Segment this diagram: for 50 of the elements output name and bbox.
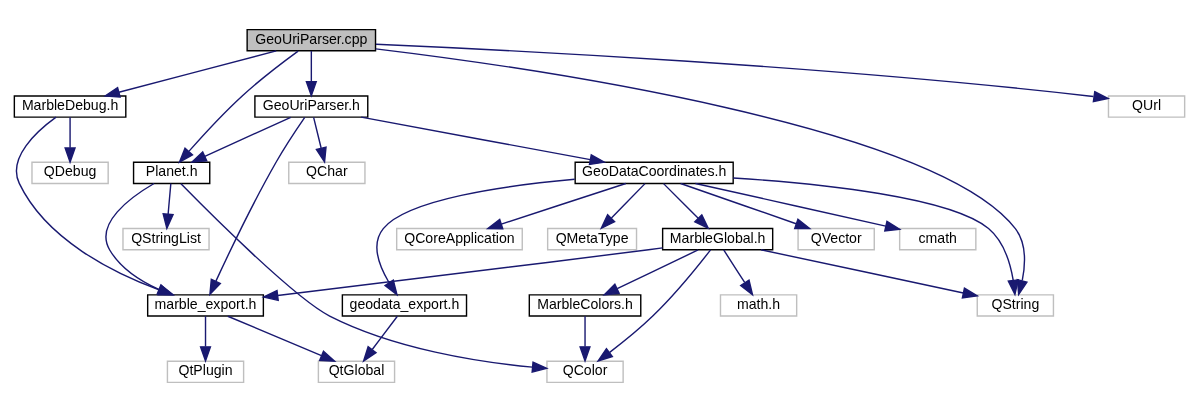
node-box: QMetaType [546, 227, 638, 250]
arrow [723, 248, 754, 296]
node-box: geodata_export.h [341, 293, 468, 317]
arrow [227, 315, 337, 362]
arrow [103, 49, 277, 98]
arrow [180, 182, 549, 373]
arrow [360, 115, 607, 165]
arrow [312, 116, 327, 164]
node-box: QUrl [1107, 94, 1186, 118]
arrow [178, 49, 299, 164]
arrow [162, 182, 175, 230]
node-box: QDebug [31, 161, 109, 184]
arrow [261, 246, 664, 301]
arrow [760, 248, 980, 299]
arrow [602, 248, 699, 296]
arrow [376, 178, 576, 296]
node-box: QtGlobal [317, 360, 396, 383]
node-box: GeoDataCoordinates.h [574, 161, 734, 184]
node-box: QStringList [122, 227, 210, 250]
node-box: QColor [546, 360, 624, 383]
arrow [579, 315, 591, 363]
node-box: MarbleColors.h [528, 293, 642, 317]
node-box: QString [976, 293, 1055, 317]
node-box: Planet.h [132, 161, 211, 184]
arrow [189, 116, 292, 163]
node-box: marble_export.h [146, 293, 265, 317]
node-box: math.h [719, 293, 798, 317]
arrow [375, 47, 1029, 297]
arrow [209, 116, 306, 296]
node-box: GeoUriParser.cpp [246, 28, 377, 51]
arrow [662, 182, 710, 230]
node-box: cmath [898, 227, 977, 250]
arrow [375, 43, 1111, 102]
node-box: GeoUriParser.h [254, 94, 369, 118]
arrow [599, 182, 646, 230]
arrow [199, 315, 212, 363]
node-box: QVector [797, 227, 875, 250]
arrow [679, 182, 812, 229]
arrow [596, 248, 712, 362]
arrow [362, 315, 399, 363]
arrow [732, 176, 1019, 297]
arrow [305, 49, 318, 98]
node-box: MarbleDebug.h [13, 94, 127, 118]
arrow [64, 116, 76, 164]
node-box: QCoreApplication [396, 227, 523, 250]
node-box: QChar [288, 161, 366, 184]
arrow [694, 182, 902, 232]
node-box: MarbleGlobal.h [661, 227, 774, 250]
arrow [485, 182, 627, 230]
node-box: QtPlugin [166, 360, 245, 383]
